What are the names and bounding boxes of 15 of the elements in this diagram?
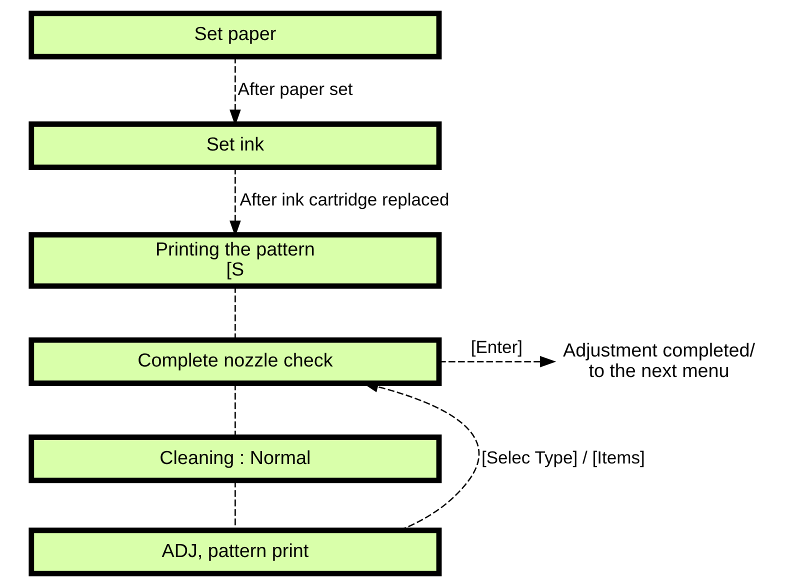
node-box: ADJ, pattern print: [28, 528, 442, 576]
node-box: Set paper: [28, 10, 442, 60]
connector: [234, 384, 236, 438]
edge-label: [Enter]: [470, 336, 522, 357]
node-text: Adjustment completed/to the next menu: [562, 340, 754, 382]
connector: [234, 286, 236, 340]
node-box: Complete nozzle check: [28, 337, 442, 386]
edge-label: After paper set: [237, 78, 352, 99]
edge-label: [Selec Type] / [Items]: [480, 447, 644, 468]
arrow: [438, 356, 556, 368]
node-box: Set ink: [28, 121, 442, 170]
node-box: Cleaning : Normal: [28, 434, 442, 484]
connector: [234, 480, 236, 530]
node-box: Printing the pattern [S: [28, 232, 442, 289]
edge-label: After ink cartridge replaced: [239, 190, 449, 210]
